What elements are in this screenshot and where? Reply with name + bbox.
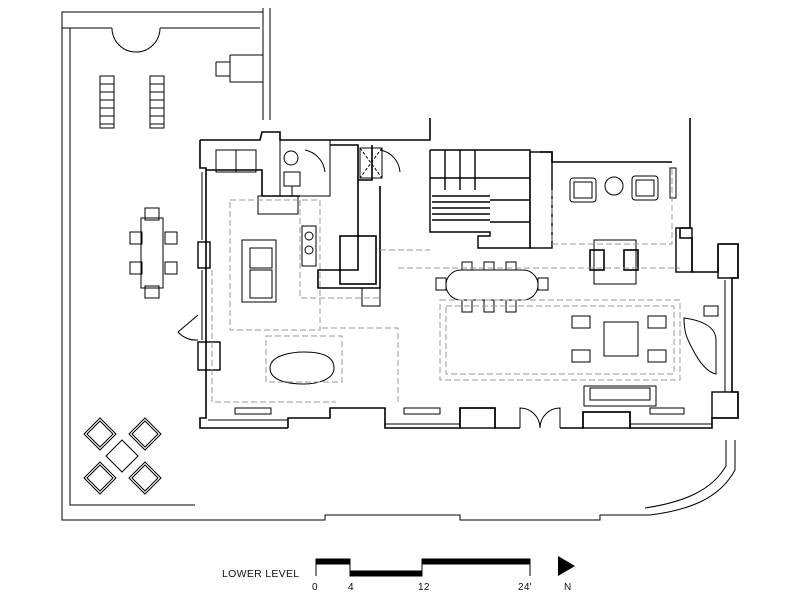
- piano: [683, 317, 717, 375]
- core-wall: [317, 144, 381, 289]
- main-stair: [429, 149, 553, 249]
- outdoor-lounge-set: [83, 417, 162, 495]
- lounge-armchair: [631, 175, 659, 201]
- north-label: N: [564, 582, 572, 593]
- dining-table: [435, 261, 549, 313]
- piano-bench: [703, 305, 719, 317]
- terrace-door: [177, 314, 199, 341]
- lounge-armchair: [569, 177, 597, 203]
- scale-tick-label: 12: [418, 582, 430, 593]
- scale-bar: [315, 558, 531, 577]
- core-door: [379, 149, 401, 173]
- powder-room: [279, 140, 331, 197]
- living-chair: [571, 315, 667, 363]
- cabinetry: [257, 195, 381, 307]
- kitchen-island: [241, 239, 277, 303]
- lounge-chair: [99, 75, 115, 129]
- coffee-table: [603, 321, 639, 357]
- scale-tick-label: 4: [348, 582, 354, 593]
- elevator: [359, 147, 383, 179]
- main-doors: [519, 407, 561, 429]
- planter: [111, 27, 161, 53]
- outdoor-dining-table: [129, 207, 178, 299]
- vestibule: [215, 8, 271, 120]
- level-title: LOWER LEVEL: [222, 568, 300, 580]
- side-table: [604, 176, 624, 196]
- kitchen-table: [269, 351, 335, 385]
- bar-counter: [589, 239, 639, 285]
- scale-tick-label: 24': [518, 582, 532, 593]
- north-arrow-icon: [558, 556, 575, 576]
- scale-tick-label: 0: [312, 582, 318, 593]
- lounge-chair: [149, 75, 165, 129]
- ceiling-outline: [211, 168, 681, 403]
- kitchen-counter: [215, 149, 257, 173]
- window-glazing: [201, 167, 726, 425]
- terrace-boundary: [61, 8, 736, 521]
- sofa: [583, 385, 657, 407]
